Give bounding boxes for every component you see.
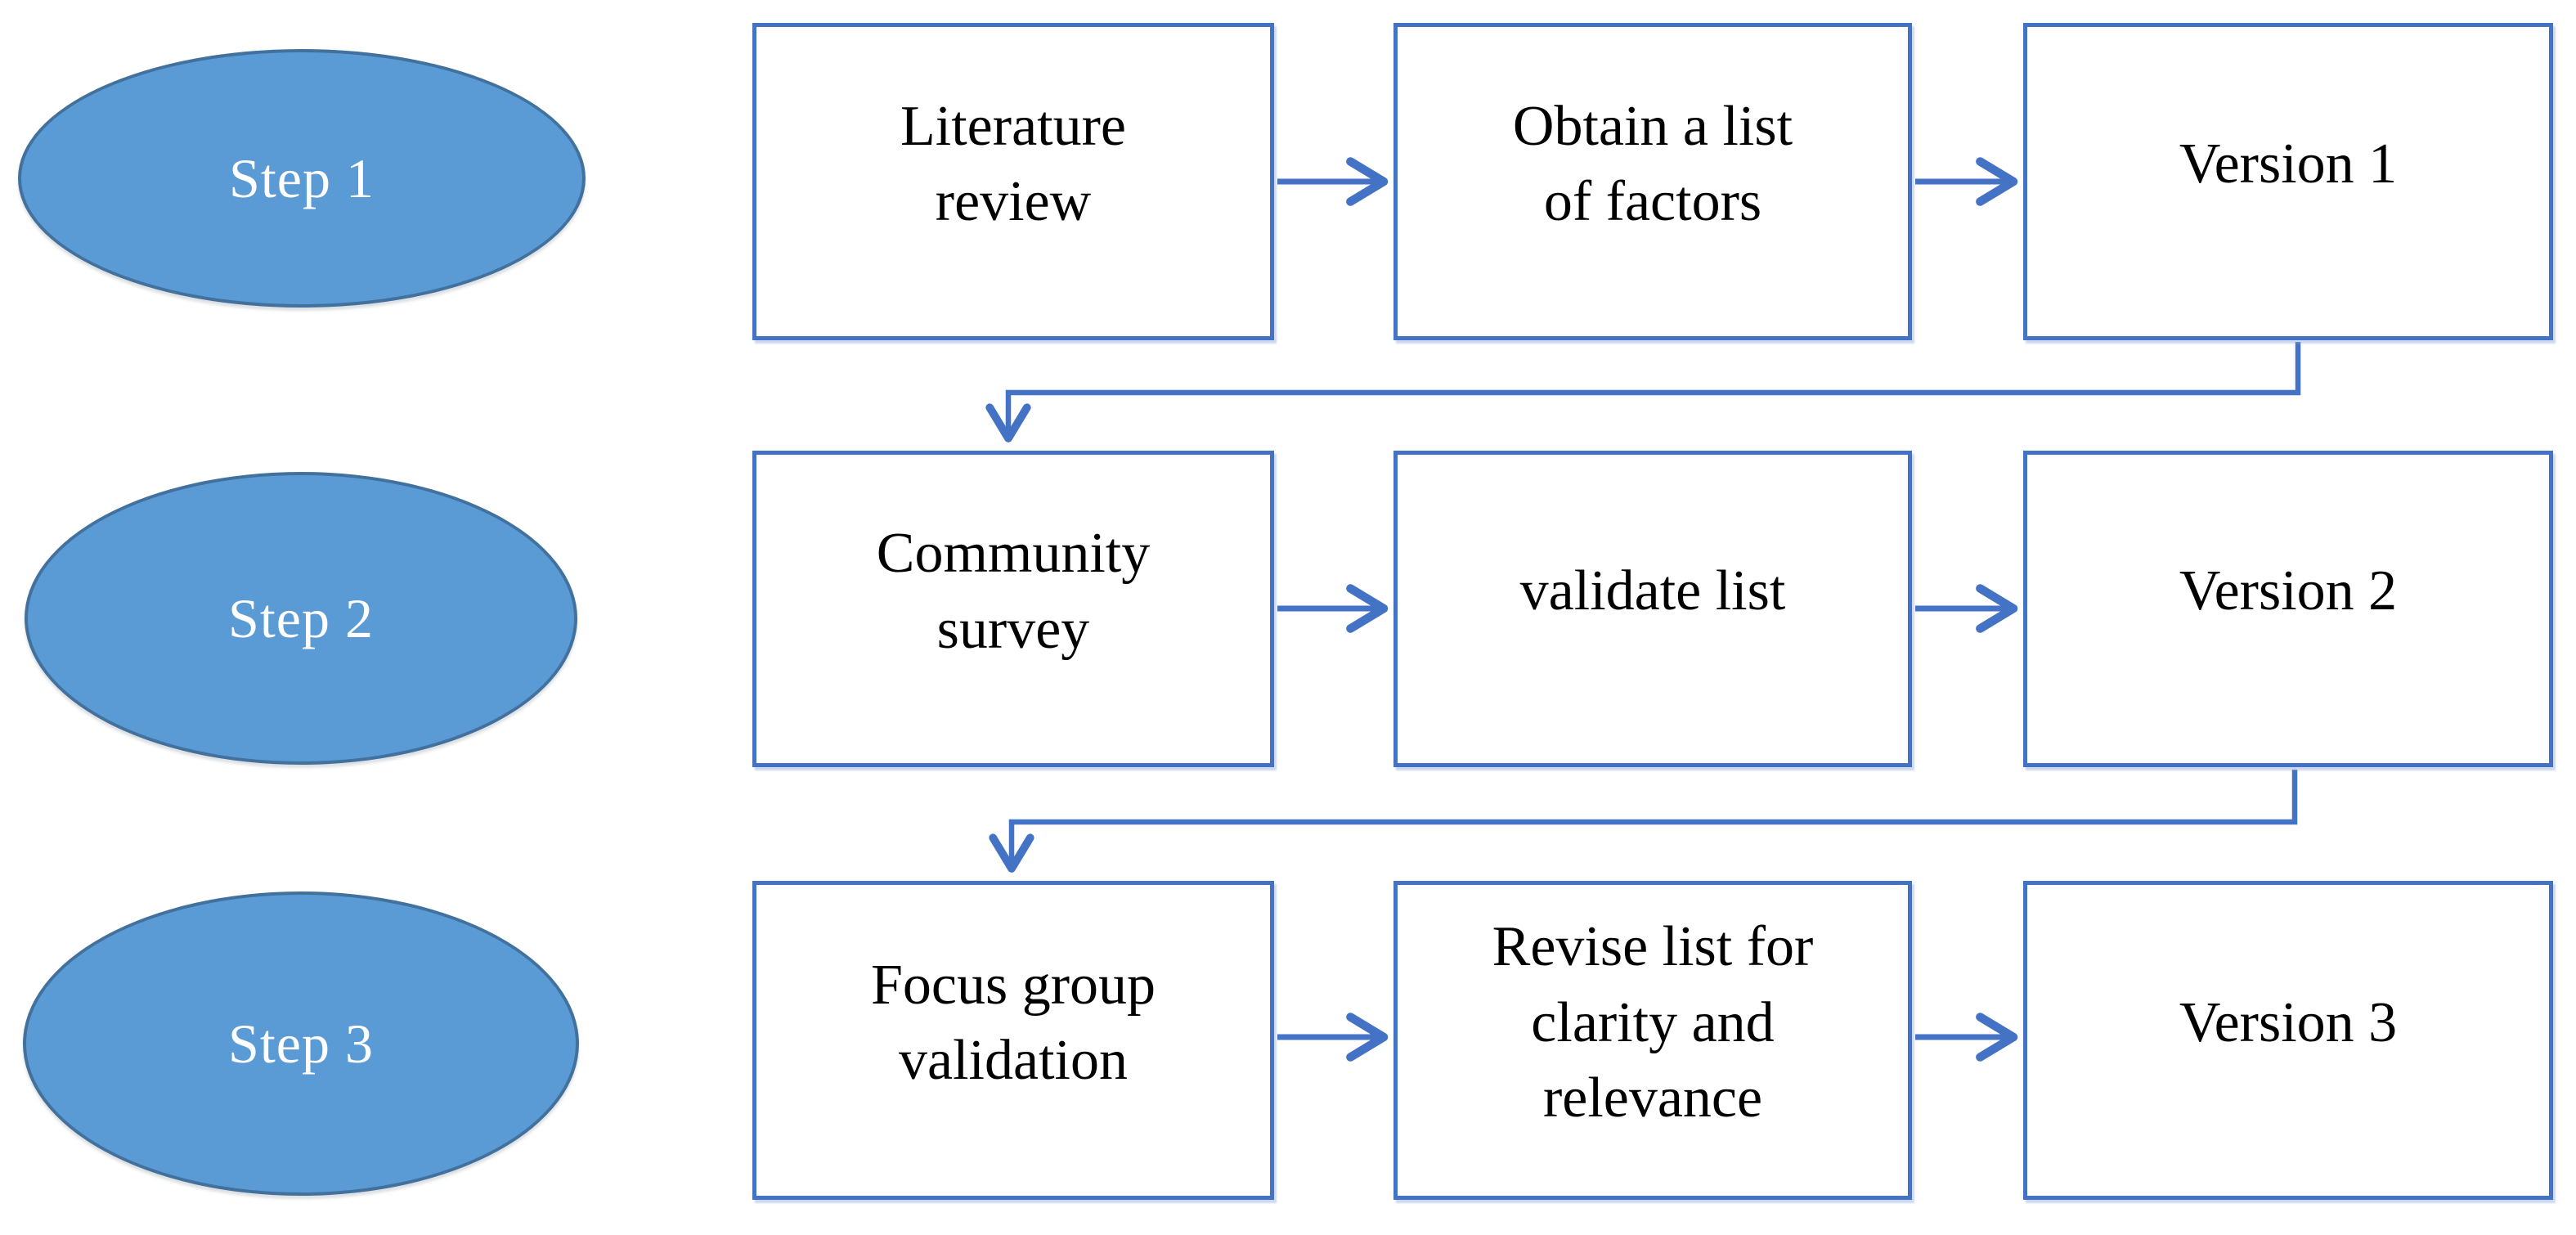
box-version-2: Version 2 — [2023, 451, 2553, 767]
box-focus-group-validation-label: Focus group validation — [870, 953, 1156, 1092]
step-2-label: Step 2 — [228, 586, 374, 649]
box-obtain-list-of-factors: Obtain a list of factors — [1393, 23, 1912, 340]
box-validate-list: validate list — [1393, 451, 1912, 767]
ellipse-step-3: Step 3 — [23, 891, 579, 1196]
box-literature-review: Literature review — [752, 23, 1274, 340]
box-community-survey: Community survey — [752, 451, 1274, 767]
elbow-arrow-version1-to-community-survey — [985, 342, 2301, 442]
box-community-survey-label: Community survey — [876, 522, 1151, 661]
ellipse-step-2: Step 2 — [25, 472, 577, 765]
box-version-3-label: Version 3 — [2179, 990, 2398, 1054]
box-revise-list-label: Revise list for clarity and relevance — [1492, 915, 1814, 1130]
box-version-1: Version 1 — [2023, 23, 2553, 340]
box-literature-review-label: Literature review — [900, 94, 1126, 233]
box-validate-list-label: validate list — [1519, 559, 1786, 623]
box-revise-list: Revise list for clarity and relevance — [1393, 881, 1912, 1200]
step-3-label: Step 3 — [228, 1012, 374, 1075]
box-obtain-list-of-factors-label: Obtain a list of factors — [1512, 94, 1793, 233]
box-version-2-label: Version 2 — [2179, 559, 2398, 623]
ellipse-step-1: Step 1 — [18, 49, 586, 308]
step-1-label: Step 1 — [229, 146, 375, 209]
elbow-arrow-version2-to-focus-group — [989, 770, 2298, 873]
box-focus-group-validation: Focus group validation — [752, 881, 1274, 1200]
box-version-3: Version 3 — [2023, 881, 2553, 1200]
box-version-1-label: Version 1 — [2179, 132, 2398, 195]
